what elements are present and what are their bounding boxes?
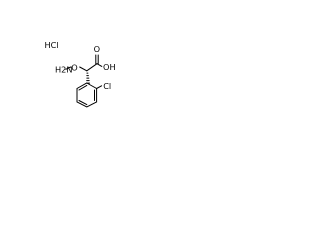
aromatic-inner-3 xyxy=(78,84,88,91)
aromatic-inner-2 xyxy=(78,100,88,106)
molecule-diagram: HCl H2N O O OH Cl xyxy=(45,40,116,108)
bond-group xyxy=(65,54,103,108)
bond-c-oh xyxy=(96,63,103,67)
label-group: HCl H2N O O OH Cl xyxy=(45,40,116,91)
chloro-label: Cl xyxy=(103,81,111,91)
bond-n-o xyxy=(65,66,72,70)
carbonyl-oxygen-label: O xyxy=(94,44,100,54)
aminooxy-label: H2N xyxy=(55,65,73,75)
benzene-ring xyxy=(76,82,98,108)
bond-o-calpha xyxy=(79,66,88,72)
bond-ring-cl xyxy=(96,85,103,89)
hcl-label: HCl xyxy=(45,40,59,50)
stereo-hash-bond xyxy=(86,72,91,84)
bond-calpha-ccarboxyl xyxy=(86,63,98,72)
ether-oxygen-label: O xyxy=(71,63,77,73)
hydroxyl-label: OH xyxy=(103,62,116,72)
